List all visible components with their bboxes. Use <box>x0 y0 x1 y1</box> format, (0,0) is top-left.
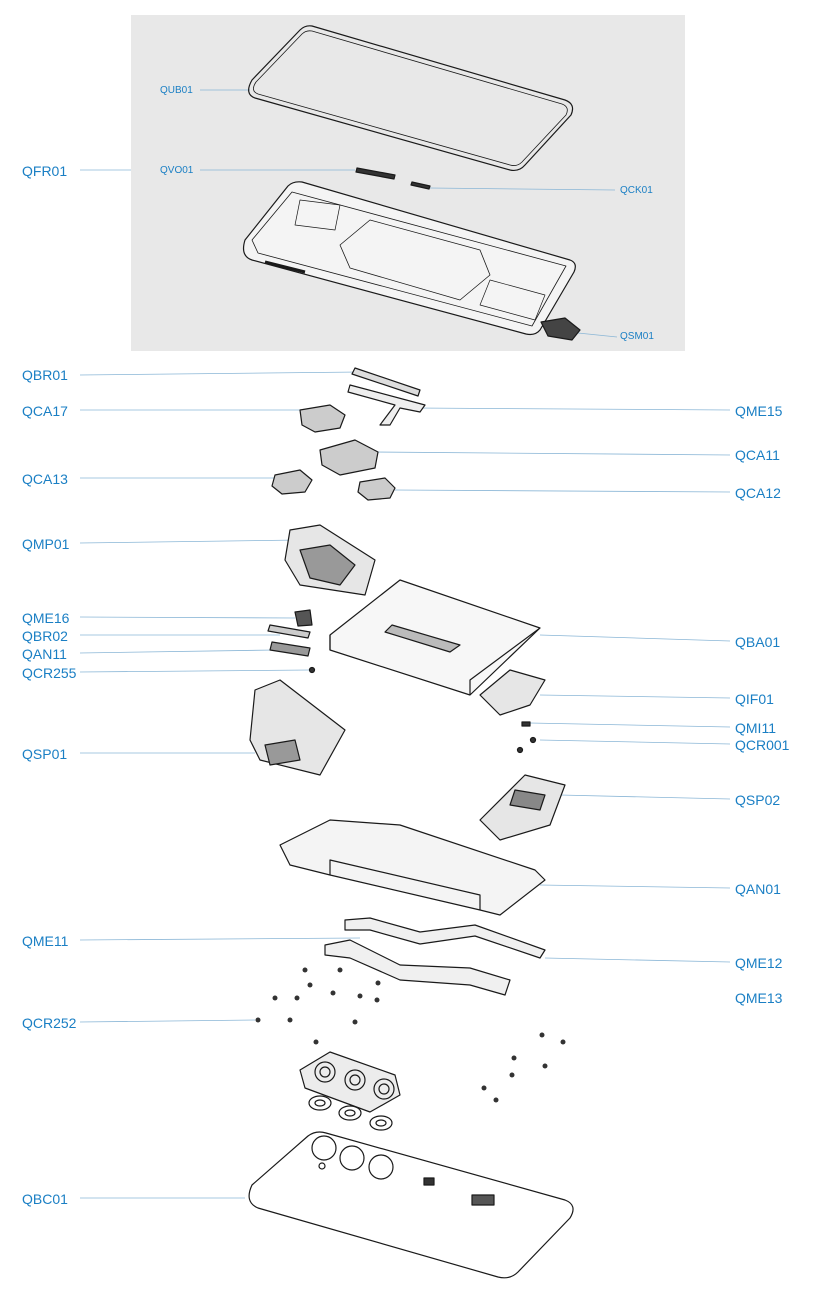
label-qck01: QCK01 <box>620 185 653 196</box>
side-bracket <box>267 624 311 639</box>
top-flex <box>347 384 426 426</box>
label-qub01: QUB01 <box>160 85 193 96</box>
label-qfr01: QFR01 <box>22 163 68 179</box>
label-qvo01: QVO01 <box>160 165 194 176</box>
main-camera <box>319 439 379 476</box>
label-qcr255: QCR255 <box>22 665 77 681</box>
screw <box>308 666 316 674</box>
top-bracket <box>351 367 421 397</box>
label-qmi11: QMI11 <box>735 720 776 736</box>
label-qme11: QME11 <box>22 933 69 949</box>
flex-cable-1 <box>344 917 546 959</box>
label-qsp02: QSP02 <box>735 792 781 808</box>
label-qca12: QCA12 <box>735 485 781 501</box>
label-qbr02: QBR02 <box>22 628 68 644</box>
screws <box>255 967 566 1103</box>
leader-lines <box>79 89 731 1199</box>
volume-key <box>355 167 396 180</box>
label-qan01: QAN01 <box>735 881 781 897</box>
label-qbr01: QBR01 <box>22 367 68 383</box>
ultrawide-camera <box>357 477 396 501</box>
label-qmp01: QMP01 <box>22 536 70 552</box>
side-antenna <box>269 641 311 657</box>
interface-board <box>479 669 546 716</box>
power-key <box>410 181 431 190</box>
sim-tray <box>540 317 581 341</box>
back-cover <box>248 1131 574 1279</box>
label-qca13: QCA13 <box>22 471 68 487</box>
label-qme12: QME12 <box>735 955 783 971</box>
label-qme16: QME16 <box>22 610 70 626</box>
label-qme13: QME13 <box>735 990 783 1006</box>
antenna-nfc <box>279 819 546 916</box>
label-qsm01: QSM01 <box>620 331 654 342</box>
label-qba01: QBA01 <box>735 634 781 650</box>
label-qbc01: QBC01 <box>22 1191 68 1207</box>
label-qsp01: QSP01 <box>22 746 68 762</box>
mid-frame <box>242 181 576 336</box>
small-flex <box>294 609 313 627</box>
display-glass <box>248 25 574 172</box>
label-qca17: QCA17 <box>22 403 68 419</box>
label-qca11: QCA11 <box>735 447 780 463</box>
flex-cable-2 <box>324 939 511 996</box>
macro-camera <box>271 469 313 495</box>
label-qcr252: QCR252 <box>22 1015 77 1031</box>
label-qan11: QAN11 <box>22 646 67 662</box>
label-qcr001: QCR001 <box>735 737 790 753</box>
front-camera <box>299 404 346 433</box>
label-qif01: QIF01 <box>735 691 774 707</box>
label-qme15: QME15 <box>735 403 783 419</box>
